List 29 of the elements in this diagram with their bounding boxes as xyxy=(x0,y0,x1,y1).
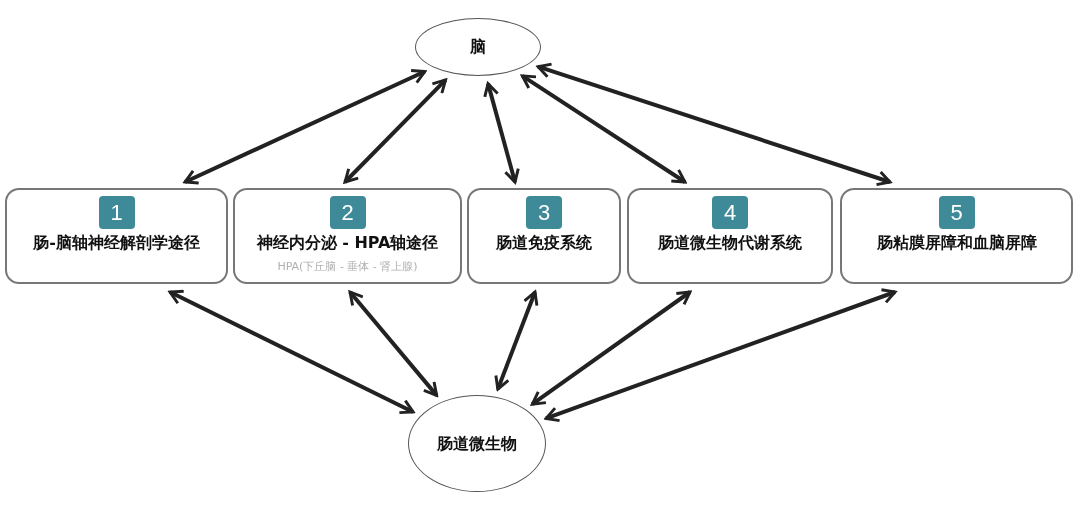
number-badge: 3 xyxy=(526,196,562,229)
number-badge: 5 xyxy=(938,196,975,229)
double-arrow xyxy=(520,74,687,184)
number-badge: 1 xyxy=(98,196,135,229)
double-arrow xyxy=(494,290,539,391)
process-box xyxy=(467,188,621,284)
box-title: 神经内分泌 - HPA轴途径 xyxy=(256,233,439,253)
process-box xyxy=(5,188,228,284)
box-title: 肠道微生物代谢系统 xyxy=(658,233,802,253)
process-box xyxy=(233,188,462,284)
box-title: 肠-脑轴神经解剖学途径 xyxy=(33,233,200,253)
double-arrow xyxy=(536,62,892,187)
number-badge: 4 xyxy=(712,196,748,229)
node-label: 脑 xyxy=(470,36,486,58)
ellipse-node xyxy=(415,18,541,76)
process-box xyxy=(627,188,833,284)
node-label: 肠道微生物 xyxy=(437,432,517,455)
double-arrow xyxy=(183,69,427,185)
double-arrow xyxy=(530,290,692,406)
double-arrow xyxy=(483,82,520,184)
double-arrow xyxy=(168,289,415,415)
double-arrow xyxy=(343,78,448,184)
box-title: 肠粘膜屏障和血脑屏障 xyxy=(876,233,1037,253)
double-arrow xyxy=(544,288,897,423)
box-subtitle: HPA(下丘脑 - 垂体 - 肾上腺) xyxy=(277,259,418,275)
number-badge: 2 xyxy=(329,196,366,229)
process-box xyxy=(840,188,1073,284)
box-title: 肠道免疫系统 xyxy=(496,233,592,253)
double-arrow xyxy=(348,290,439,397)
